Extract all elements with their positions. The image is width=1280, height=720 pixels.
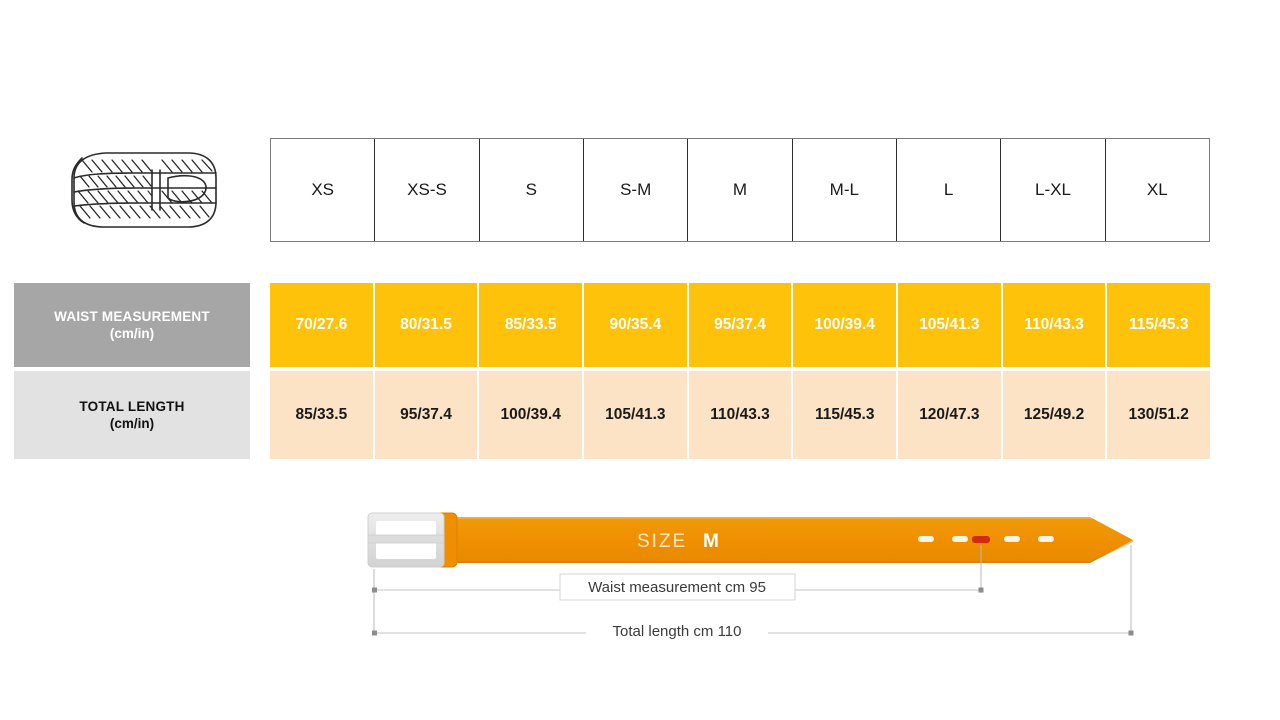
waist-measurement-label: WAIST MEASUREMENT (cm/in) [14,283,250,367]
total-length-cell: 115/45.3 [793,371,897,459]
waist-cell: 95/37.4 [688,283,792,367]
belt-hole [1004,536,1020,542]
total-length-cell: 110/43.3 [688,371,792,459]
size-header-cell: L [897,139,1002,241]
total-length-cell: 125/49.2 [1002,371,1106,459]
size-header-cell: XL [1146,180,1168,199]
total-length-cell: 95/37.4 [374,371,478,459]
waist-cell: 110/43.3 [1002,283,1106,367]
total-length-cell: 85/33.5 [270,371,373,459]
waist-label-line2: (cm/in) [109,326,155,341]
size-header-cell: XS-S [375,139,480,241]
size-header-cell: M-L [793,139,897,241]
size-header-cell: L-XL [1001,139,1106,241]
belt-hole [1038,536,1054,542]
size-header-cell: S [480,139,584,241]
waist-cell: 85/33.5 [479,283,583,367]
size-header-cell: M [688,139,793,241]
dimension-extension-lines [373,545,1132,635]
total-length-row: TOTAL LENGTH (cm/in) 85/33.5 95/37.4 100… [0,371,1280,459]
total-length-cell: 100/39.4 [479,371,583,459]
total-label-line1: TOTAL LENGTH [79,398,185,414]
size-header-cell: XS [271,139,376,241]
total-length-cells: 85/33.5 95/37.4 100/39.4 105/41.3 110/43… [270,371,1211,459]
size-header-cell: S-M [584,139,689,241]
waist-cell: 100/39.4 [793,283,897,367]
size-caption-label: SIZE [637,531,687,552]
waist-cell: 80/31.5 [374,283,478,367]
waist-measurement-cells: 70/27.6 80/31.5 85/33.5 90/35.4 95/37.4 … [270,283,1211,367]
total-dimension-text: Total length cm 110 [613,623,742,640]
size-caption-value: M [703,531,719,552]
belt-diagram: SIZE M Waist measurement cm 95 [0,495,1280,655]
total-length-cell: 105/41.3 [584,371,687,459]
waist-dimension-text: Waist measurement cm 95 [588,579,766,596]
total-length-cell: 120/47.3 [898,371,1001,459]
belt-hole [952,536,968,542]
total-length-label: TOTAL LENGTH (cm/in) [14,371,250,459]
belt-hole-active [972,536,990,543]
waist-cell: 105/41.3 [898,283,1001,367]
waist-cell: 90/35.4 [584,283,687,367]
belt-hole [918,536,934,542]
total-label-line2: (cm/in) [109,416,155,431]
waist-cell: 70/27.6 [270,283,373,367]
waist-dimension-label: Waist measurement cm 95 [559,573,796,601]
total-length-cell: 130/51.2 [1107,371,1211,459]
size-header-table: XS XS-S S S-M M M-L L L-XL XL [270,138,1210,242]
waist-cell: 115/45.3 [1107,283,1211,367]
belt-buckle [367,512,445,568]
belt-strap [440,517,1133,563]
belt-holes [918,536,1054,543]
waist-measurement-row: WAIST MEASUREMENT (cm/in) 70/27.6 80/31.… [0,283,1280,367]
product-icon [56,140,224,240]
total-dimension-label: Total length cm 110 [586,619,768,645]
waist-label-line1: WAIST MEASUREMENT [54,308,210,324]
